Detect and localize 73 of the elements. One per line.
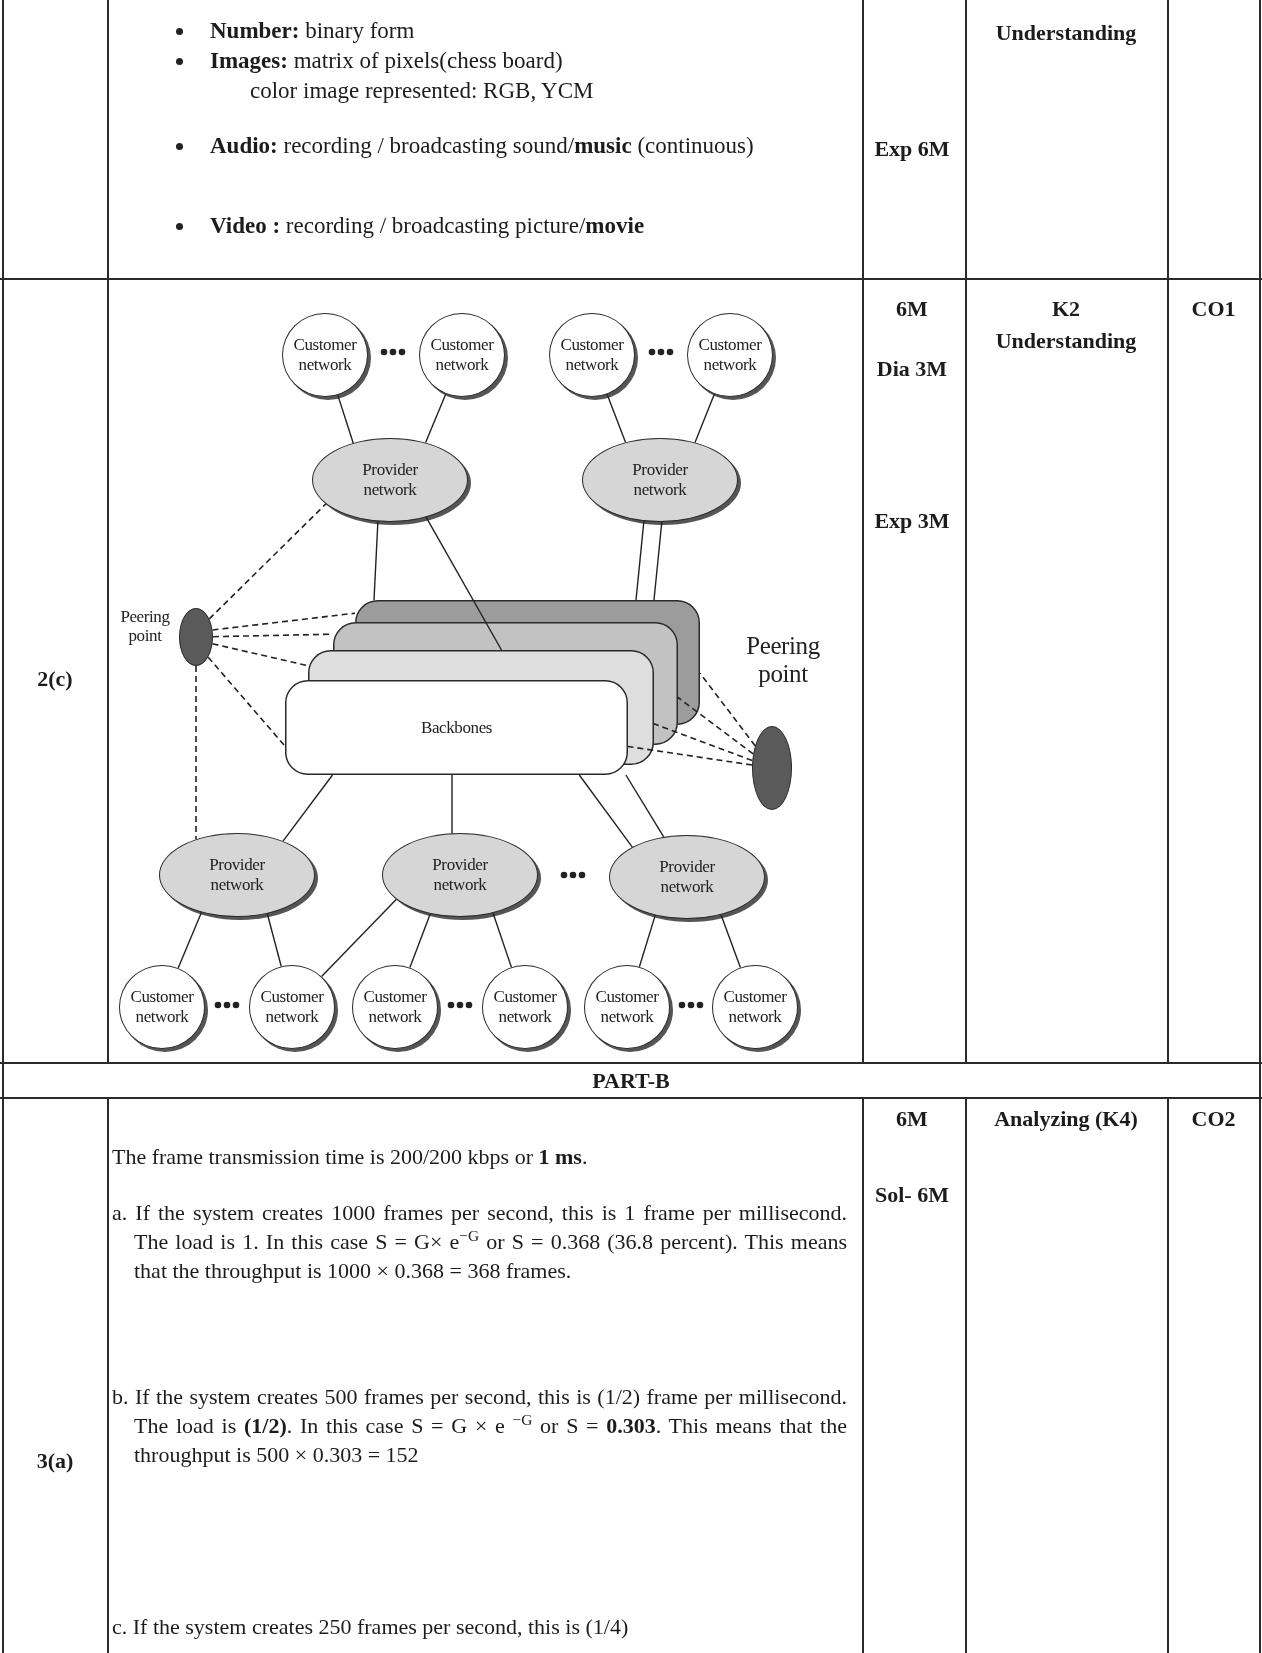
answer-paragraph: b. If the system creates 500 frames per second, this is (1/2) frame per millisecond. The load is (1/2). In this case S = G × e $^{−G}$ or S = 0.303. This means that the throughput is 500 × 0.303 = 152 [112, 1383, 847, 1469]
bullet-text: Images: matrix of pixels(chess board) [210, 47, 564, 75]
dashed-connector-line [207, 656, 286, 747]
node-label: Customer network [292, 335, 358, 375]
connector-line [638, 914, 656, 968]
node-caption: Peering point [745, 632, 821, 687]
node-label: Provider network [361, 460, 419, 500]
node-label: Customer network [429, 335, 495, 375]
node-label: Customer network [362, 987, 428, 1027]
outcome-label: CO2 [1190, 1105, 1237, 1133]
connector-line [337, 394, 354, 444]
dashed-connector-line [627, 745, 753, 766]
node-label: Customer network [259, 987, 325, 1027]
section-heading: PART-B [591, 1067, 671, 1095]
connector-line [373, 520, 379, 601]
answer-paragraph: The frame transmission time is 200/200 kbps or 1 ms. [112, 1143, 589, 1171]
node-caption: Peering point [119, 608, 171, 646]
bullet-text: Number: binary form [210, 17, 416, 45]
node-label: Provider network [208, 855, 266, 895]
answer-paragraph: c. If the system creates 250 frames per second, this is (1/4) [112, 1613, 630, 1641]
node-label: Backbones [420, 717, 493, 738]
node-label: Customer network [697, 335, 763, 375]
connector-line [282, 774, 334, 842]
outcome-label: CO1 [1190, 295, 1237, 323]
connector-line [694, 393, 716, 444]
marks-label: Sol- 6M [874, 1181, 950, 1209]
dashed-connector-line [208, 503, 327, 620]
dashed-connector-line [677, 696, 754, 755]
question-number: 3(a) [35, 1447, 75, 1475]
connector-line [451, 774, 453, 834]
question-number: 2(c) [36, 665, 74, 693]
marks-label: Dia 3M [875, 355, 949, 383]
node-label: Customer network [492, 987, 558, 1027]
node-label: Customer network [129, 987, 195, 1027]
connector-line [424, 393, 447, 444]
marks-label: 6M [895, 295, 929, 323]
dashed-connector-line [699, 672, 756, 747]
backbone-stack [285, 600, 700, 775]
node-label: Customer network [722, 987, 788, 1027]
marks-label: Exp 3M [873, 507, 951, 535]
node-label: Customer network [594, 987, 660, 1027]
level-label: Understanding [994, 19, 1138, 47]
bullet-text: Audio: recording / broadcasting sound/music (continuous) [210, 132, 755, 160]
connector-line [720, 914, 742, 969]
node-label: Customer network [559, 335, 625, 375]
level-label: Analyzing (K4) [993, 1105, 1139, 1133]
connector-line [653, 521, 663, 601]
customer-network-circle [249, 965, 335, 1049]
connector-line [635, 520, 645, 601]
connector-line [492, 912, 513, 968]
bullet-text: Video : recording / broadcasting picture/movie [210, 212, 646, 240]
level-label: K2 [1050, 295, 1082, 323]
connector-line [320, 898, 398, 978]
dashed-connector-line [195, 665, 197, 841]
connector-line [409, 913, 431, 969]
answer-paragraph: a. If the system creates 1000 frames per second, this is 1 frame per millisecond. The load is 1. In this case S = G× e$^{−G}$ or S = 0.368 (36.8 percent). This means that the throughput is 1000 × 0.368 = 368 frames. [112, 1199, 847, 1285]
connector-line [606, 393, 627, 443]
marks-label: Exp 6M [873, 135, 951, 163]
node-label: Provider network [658, 857, 716, 897]
connector-line [625, 774, 665, 838]
connector-line [425, 516, 503, 651]
connector-line [266, 913, 282, 967]
connector-line [177, 911, 203, 969]
dashed-connector-line [653, 723, 754, 762]
level-label: Understanding [994, 327, 1138, 355]
dashed-connector-line [211, 612, 356, 631]
marks-label: 6M [895, 1105, 929, 1133]
connector-line [578, 774, 633, 848]
dashed-connector-line [211, 643, 309, 667]
node-label: Provider network [631, 460, 689, 500]
note-text: color image represented: RGB, YCM [250, 77, 595, 105]
node-label: Provider network [431, 855, 489, 895]
peering-point-ellipse [179, 608, 213, 666]
